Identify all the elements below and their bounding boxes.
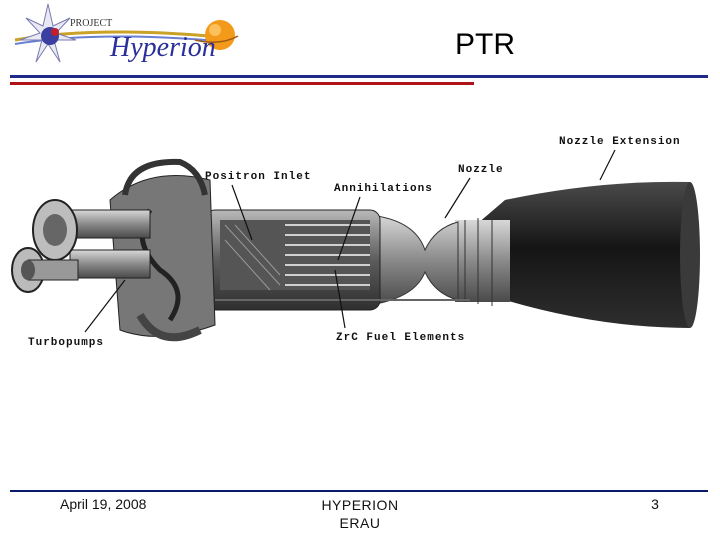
label-zrc-fuel-elements: ZrC Fuel Elements	[336, 332, 465, 344]
leader-nozzle	[444, 177, 471, 219]
leader-positron-inlet	[231, 184, 253, 241]
leader-turbopumps	[84, 279, 126, 333]
footer-date: April 19, 2008	[60, 496, 147, 512]
leader-annihilations	[337, 196, 361, 261]
logo-small-text: PROJECT	[70, 18, 112, 29]
footer-org-line1: HYPERION	[321, 497, 399, 513]
project-hyperion-logo: PROJECT Hyperion	[14, 3, 239, 63]
logo-name-text: Hyperion	[109, 32, 216, 63]
header-rule-red	[10, 82, 474, 85]
nozzle-extension-shape	[455, 181, 700, 328]
footer-organization: HYPERION ERAU	[300, 496, 420, 532]
turbopump-assembly-shape	[11, 158, 216, 342]
footer-org-line2: ERAU	[339, 515, 381, 531]
nozzle-throat-shape	[369, 214, 459, 306]
label-nozzle-extension: Nozzle Extension	[559, 136, 681, 148]
label-positron-inlet: Positron Inlet	[205, 171, 311, 183]
label-annihilations: Annihilations	[334, 183, 433, 195]
ptr-engine-cutaway-diagram: Nozzle Extension Nozzle Positron Inlet A…	[11, 136, 700, 349]
slide-title: PTR	[455, 28, 515, 61]
leader-fuel-elements	[334, 269, 346, 329]
label-nozzle: Nozzle	[458, 164, 504, 176]
footer-rule	[10, 490, 708, 492]
label-turbopumps: Turbopumps	[28, 337, 104, 349]
leader-nozzle-extension	[599, 149, 616, 181]
page-number: 3	[651, 496, 659, 512]
header-rule-blue	[10, 75, 708, 78]
